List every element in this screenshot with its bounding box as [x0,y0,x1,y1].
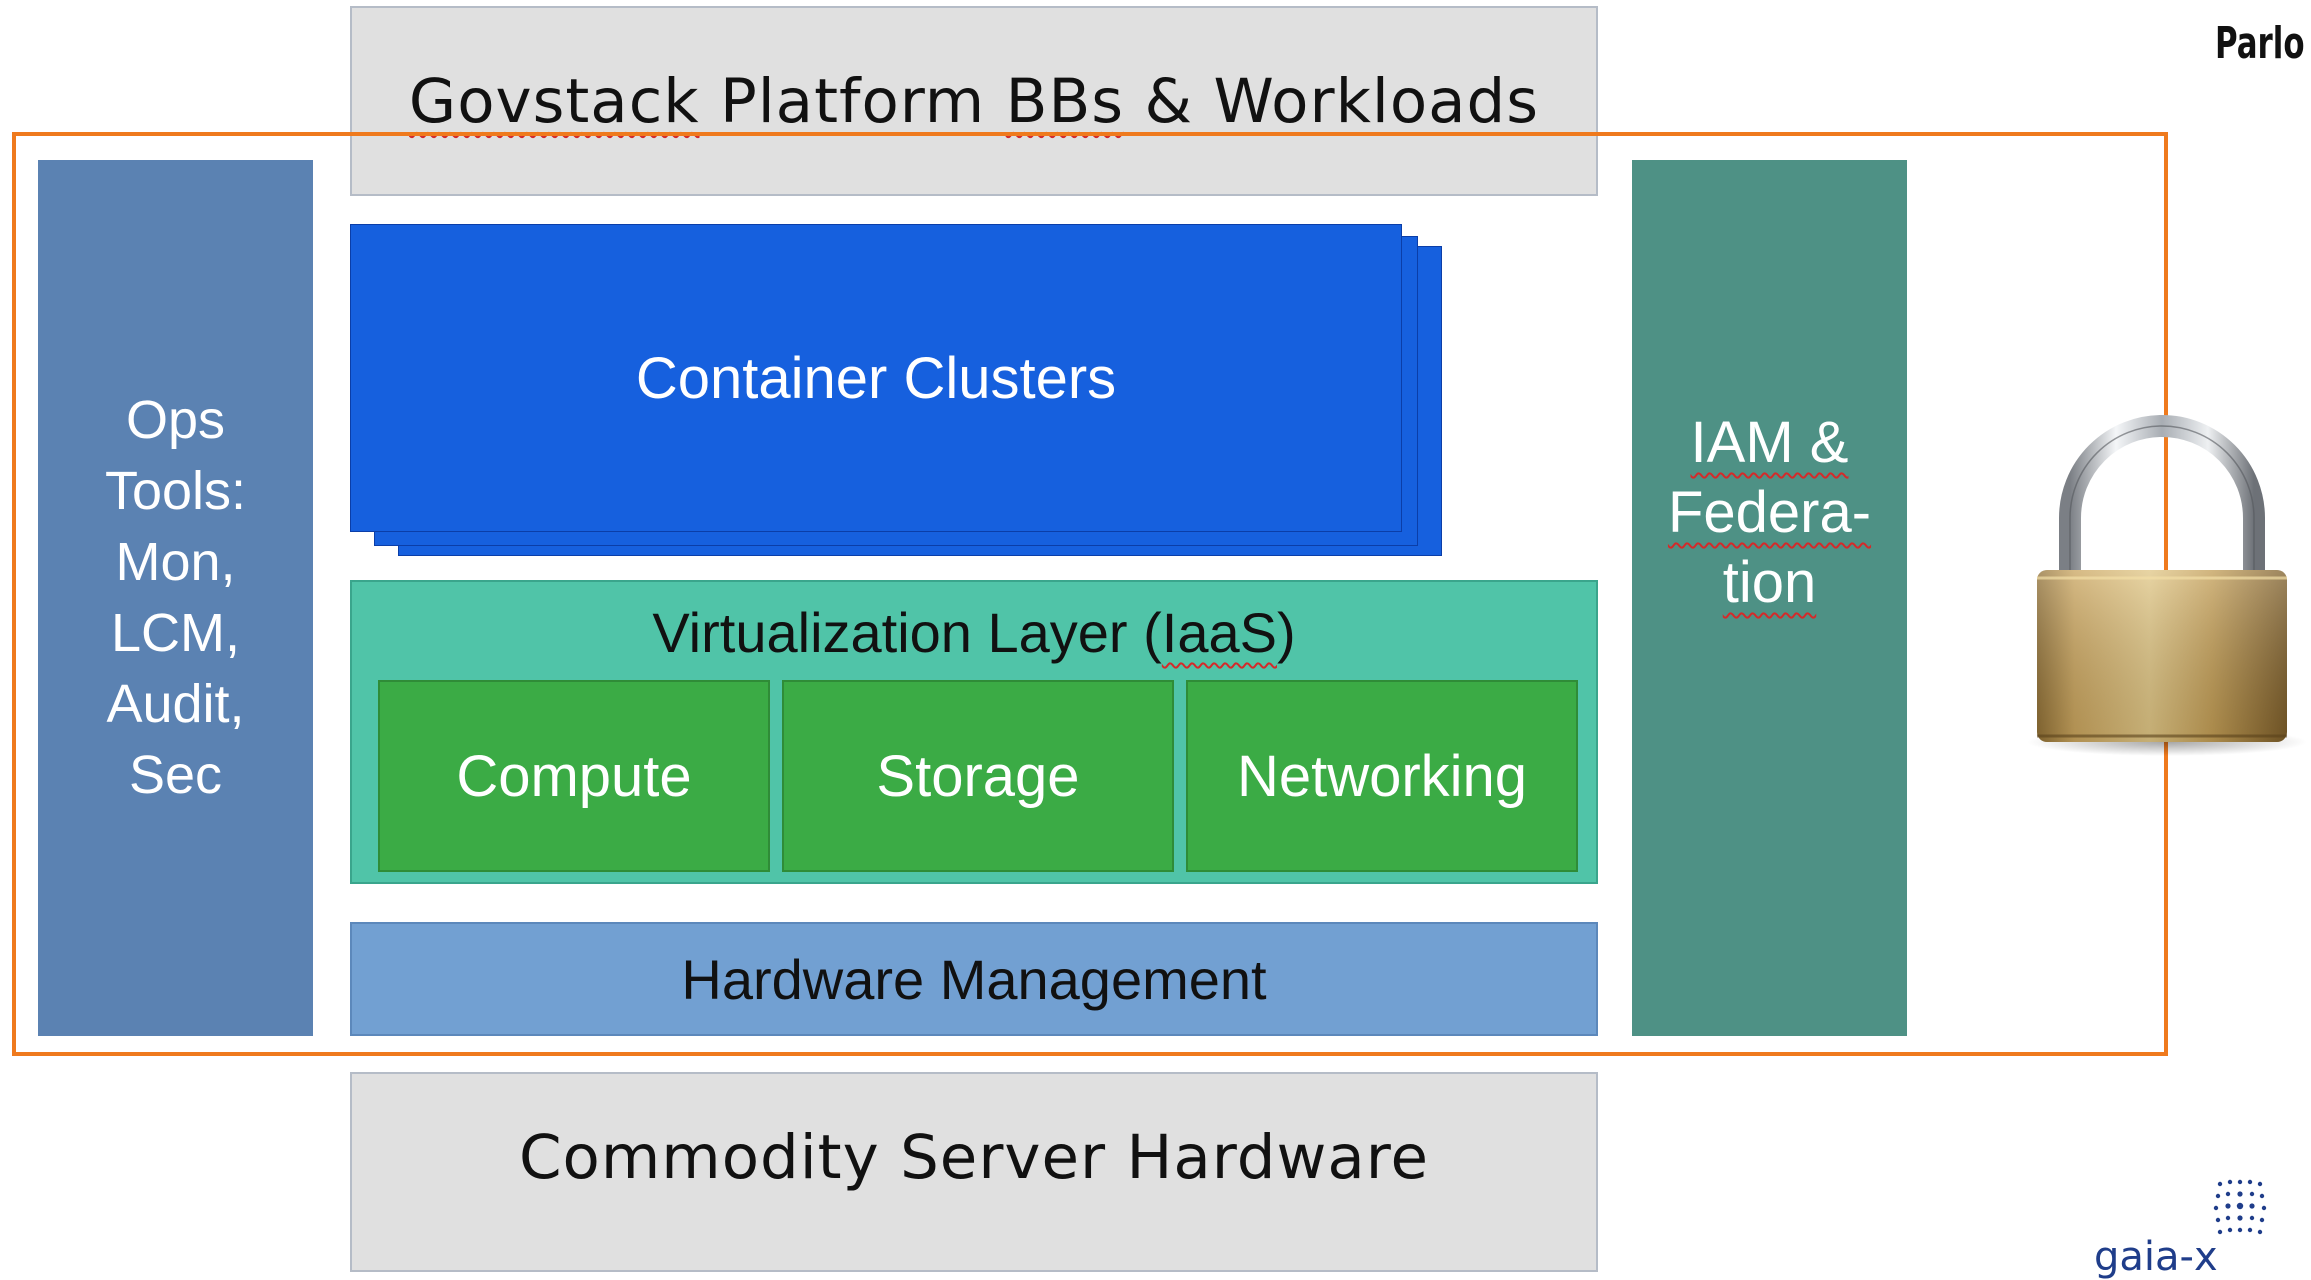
commodity-server-hardware-label: Commodity Server Hardware [518,1121,1430,1193]
virtualization-title-start: Virtualization Layer ( [652,601,1162,664]
compute-box: Compute [378,680,770,872]
platform-workloads-box: Govstack Platform BBs & Workloads [350,6,1598,196]
ops-tools-line: Ops [125,390,226,450]
hardware-management-label: Hardware Management [681,947,1267,1011]
gaia-x-logo-icon [2213,1179,2267,1235]
ops-tools-line: LCM, [110,603,240,663]
virtualization-title-iaas: IaaS [1161,601,1277,664]
iam-federation-column: IAM & Federa- tion [1632,160,1907,1036]
iam-label-line1: IAM & [1690,410,1849,475]
compute-label: Compute [456,743,692,809]
padlock-icon [2027,415,2307,756]
networking-label: Networking [1236,743,1528,809]
ops-tools-line: Mon, [115,532,236,592]
ops-tools-line: Audit, [106,674,245,734]
virtualization-title-end: ) [1277,601,1296,664]
commodity-server-hardware-box: Commodity Server Hardware [350,1072,1598,1272]
ops-tools-line: Tools: [104,461,247,521]
ops-tools-line: Sec [128,745,223,805]
virtualization-layer-box: Virtualization Layer (IaaS) Compute Stor… [350,580,1598,884]
storage-box: Storage [782,680,1174,872]
storage-label: Storage [876,743,1080,809]
container-clusters-label: Container Clusters [635,345,1117,411]
hardware-management-box: Hardware Management [350,922,1598,1036]
corner-title-text: Parlo [2215,18,2305,69]
platform-label-bbs: BBs [1005,65,1125,137]
container-clusters-stack: Container Clusters [350,224,1442,556]
platform-label-govstack: Govstack [408,65,700,137]
container-clusters-box: Container Clusters [350,224,1402,532]
iam-label-line3: tion [1722,550,1817,615]
iam-label-line2: Federa- [1667,480,1872,545]
platform-label-mid: Platform [699,65,1006,137]
ops-tools-column: Ops Tools: Mon, LCM, Audit, Sec [38,160,313,1036]
gaia-x-logo-text: gaia-x [2094,1234,2218,1280]
networking-box: Networking [1186,680,1578,872]
platform-label-end: & Workloads [1124,65,1540,137]
virtualization-layer-title: Virtualization Layer (IaaS) [352,600,1596,665]
